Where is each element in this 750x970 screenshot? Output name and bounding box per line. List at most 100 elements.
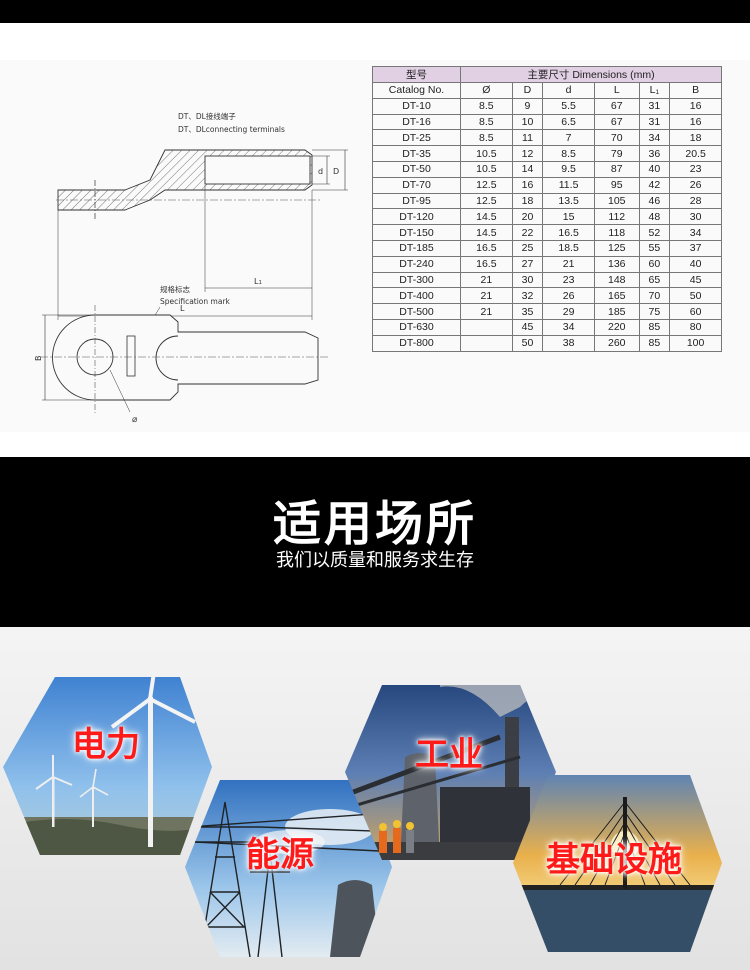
svg-text:L1: L1 (254, 277, 262, 286)
dimension-cell: 8.5 (460, 113, 513, 131)
catalog-cell: DT-10 (372, 97, 461, 115)
col-header: D (511, 82, 544, 99)
col-header: L (593, 82, 640, 99)
dimension-cell: 67 (593, 113, 640, 131)
dimension-cell: 67 (593, 97, 640, 115)
dimension-cell: 45 (511, 318, 544, 336)
dimension-cell: 80 (669, 318, 722, 336)
hex-energy (185, 780, 392, 957)
dimension-cell: 21 (460, 287, 513, 305)
dimension-cell: 12.5 (460, 192, 513, 210)
dimension-cell: 220 (593, 318, 640, 336)
header-dimensions: 主要尺寸 Dimensions (mm) (460, 66, 722, 83)
dimension-cell: 8.5 (542, 145, 595, 162)
terminal-drawing: DT、DL接线端子 DT、DLconnecting terminals d D … (34, 111, 348, 425)
catalog-cell: DT-300 (372, 271, 461, 289)
col-header: Ø (460, 82, 513, 99)
dimension-cell: 8.5 (460, 129, 513, 147)
spec-section: DT、DL接线端子 DT、DLconnecting terminals d D … (0, 60, 750, 432)
dimension-cell: 20 (511, 208, 544, 226)
dimension-cell: 16.5 (460, 255, 513, 273)
dimension-cell: 20.5 (669, 145, 722, 162)
dimension-cell: 55 (638, 239, 671, 257)
dimension-cell: 118 (593, 224, 640, 241)
dimension-cell: 21 (542, 255, 595, 273)
dimension-cell: 31 (638, 97, 671, 115)
dimension-cell: 9.5 (542, 160, 595, 178)
dimension-cell: 12.5 (460, 176, 513, 194)
dimension-cell: 50 (511, 334, 544, 352)
dimension-cell: 34 (638, 129, 671, 147)
dimension-cell: 75 (638, 303, 671, 320)
dimension-cell: 21 (460, 271, 513, 289)
dimension-cell: 85 (638, 318, 671, 336)
dimension-cell: 36 (638, 145, 671, 162)
dimension-cell (460, 318, 513, 336)
dimension-cell: 11.5 (542, 176, 595, 194)
dimension-cell: 42 (638, 176, 671, 194)
dimension-cell: 70 (593, 129, 640, 147)
spec-mark-en: Specification mark (160, 297, 231, 306)
dimension-cell: 15 (542, 208, 595, 226)
dimension-cell: 40 (669, 255, 722, 273)
dimension-cell: 5.5 (542, 97, 595, 115)
drawing-title-cn: DT、DL接线端子 (178, 111, 236, 121)
dimension-cell: 11 (511, 129, 544, 147)
dimension-cell: 10 (511, 113, 544, 131)
dimension-cell: 48 (638, 208, 671, 226)
dimension-cell: 165 (593, 287, 640, 305)
dimension-cell: 38 (542, 334, 595, 352)
dimension-cell: 136 (593, 255, 640, 273)
dimension-cell: 16.5 (542, 224, 595, 241)
spec-mark-cn: 规格标志 (160, 284, 190, 294)
dimension-cell: 6.5 (542, 113, 595, 131)
dimension-cell: 30 (511, 271, 544, 289)
dimension-cell: 25 (511, 239, 544, 257)
dimension-cell: 35 (511, 303, 544, 320)
catalog-cell: DT-95 (372, 192, 461, 210)
usage-title: 适用场所 (272, 496, 477, 552)
dimension-cell: 50 (669, 287, 722, 305)
dimension-cell: 29 (542, 303, 595, 320)
dimension-cell: 16 (511, 176, 544, 194)
dimension-cell: 14.5 (460, 208, 513, 226)
dimension-cell: 16 (669, 97, 722, 115)
dimension-cell: 9 (511, 97, 544, 115)
applications-collage (3, 677, 722, 957)
catalog-cell: DT-70 (372, 176, 461, 194)
dimension-cell: 95 (593, 176, 640, 194)
dimension-cell: 18 (669, 129, 722, 147)
hex-industry (345, 685, 556, 860)
dimension-cell: 22 (511, 224, 544, 241)
dimension-cell: 37 (669, 239, 722, 257)
dim-d: d (318, 167, 323, 176)
dimension-cell: 79 (593, 145, 640, 162)
dimension-cell: 85 (638, 334, 671, 352)
dimension-cell: 28 (669, 192, 722, 210)
dimension-cell: 12 (511, 145, 544, 162)
dimension-cell: 8.5 (460, 97, 513, 115)
dimension-cell: 26 (669, 176, 722, 194)
dimension-cell: 34 (669, 224, 722, 241)
dimension-cell: 14 (511, 160, 544, 178)
dimension-cell: 18.5 (542, 239, 595, 257)
label-energy: 能源 (246, 835, 314, 875)
dimension-cell: 46 (638, 192, 671, 210)
dim-B: B (34, 356, 43, 362)
dimension-cell: 23 (542, 271, 595, 289)
label-industry: 工业 (415, 735, 483, 775)
label-infrastructure: 基础设施 (546, 840, 682, 880)
dimension-cell: 30 (669, 208, 722, 226)
